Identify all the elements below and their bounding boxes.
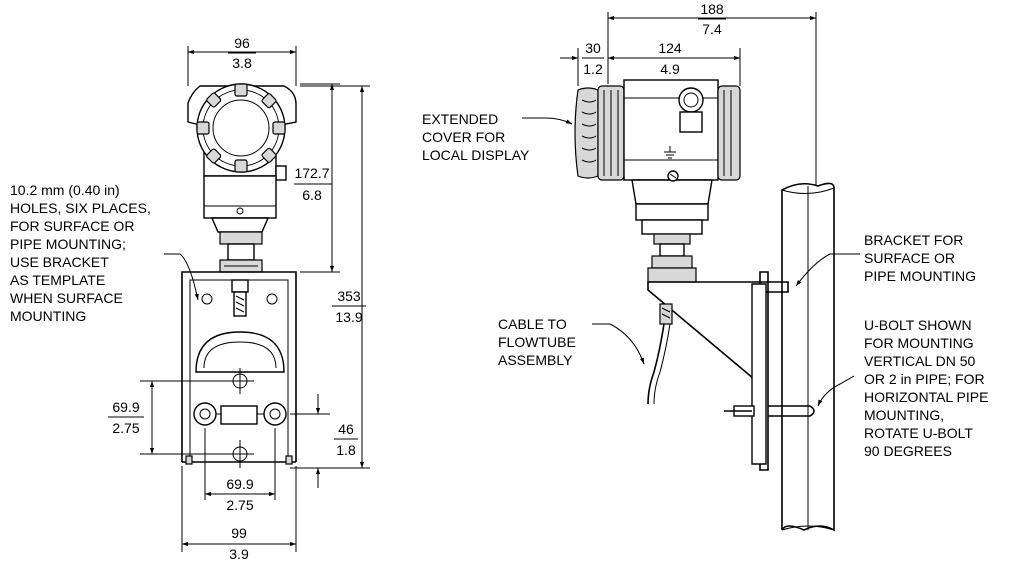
- dimension-lines: [140, 12, 817, 552]
- note-ubolt: U-BOLT SHOWN FOR MOUNTING VERTICAL DN 50…: [864, 317, 988, 459]
- dim-hole-offset-mm: 46: [338, 421, 354, 437]
- dim-overall-depth-mm: 188: [700, 1, 724, 17]
- note-holes-line: MOUNTING: [10, 308, 86, 324]
- note-holes-line: AS TEMPLATE: [10, 272, 105, 288]
- dim-height-total-in: 13.9: [335, 309, 362, 325]
- note-extended-cover-line: LOCAL DISPLAY: [422, 147, 530, 163]
- note-cable-line: FLOWTUBE: [498, 334, 576, 350]
- side-view: [574, 79, 835, 532]
- dim-hole-horizontal-mm: 69.9: [226, 476, 253, 492]
- note-ubolt-line: U-BOLT SHOWN: [864, 317, 972, 333]
- note-holes-line: 10.2 mm (0.40 in): [10, 182, 120, 198]
- dim-hole-vertical-in: 2.75: [112, 420, 139, 436]
- dim-housing-depth-in: 4.9: [660, 61, 680, 77]
- dim-width-top-mm: 96: [234, 35, 250, 51]
- dim-hole-offset-in: 1.8: [336, 442, 356, 458]
- leader-lines: [164, 117, 860, 407]
- note-holes-line: USE BRACKET: [10, 254, 109, 270]
- dimension-labels: 96 3.8 172.7 6.8 353 13.9 69.9 2.75 69.9…: [108, 1, 726, 562]
- dim-width-top-in: 3.8: [232, 55, 252, 71]
- note-ubolt-line: ROTATE U-BOLT: [864, 425, 973, 441]
- dim-hole-vertical-mm: 69.9: [112, 399, 139, 415]
- dim-bracket-width-mm: 99: [231, 525, 247, 541]
- note-cable: CABLE TO FLOWTUBE ASSEMBLY: [498, 316, 576, 368]
- dim-height-upper-mm: 172.7: [294, 165, 329, 181]
- note-extended-cover: EXTENDED COVER FOR LOCAL DISPLAY: [422, 111, 530, 163]
- note-ubolt-line: HORIZONTAL PIPE: [864, 389, 988, 405]
- note-cable-line: CABLE TO: [498, 316, 567, 332]
- dim-bracket-width-in: 3.9: [229, 546, 249, 562]
- dim-cover-extension-in: 1.2: [583, 61, 603, 77]
- note-holes: 10.2 mm (0.40 in) HOLES, SIX PLACES, FOR…: [10, 182, 151, 324]
- front-view: [181, 83, 297, 468]
- note-ubolt-line: MOUNTING,: [864, 407, 944, 423]
- dim-cover-extension-mm: 30: [585, 40, 601, 56]
- dim-housing-depth-mm: 124: [658, 40, 682, 56]
- dim-hole-horizontal-in: 2.75: [226, 497, 253, 513]
- dim-height-total-mm: 353: [337, 288, 361, 304]
- note-ubolt-line: VERTICAL DN 50: [864, 353, 975, 369]
- note-holes-line: PIPE MOUNTING;: [10, 236, 126, 252]
- note-bracket-line: SURFACE OR: [864, 250, 955, 266]
- note-bracket: BRACKET FOR SURFACE OR PIPE MOUNTING: [864, 232, 976, 284]
- note-bracket-line: BRACKET FOR: [864, 232, 963, 248]
- note-ubolt-line: 90 DEGREES: [864, 443, 952, 459]
- dim-height-upper-in: 6.8: [302, 187, 322, 203]
- dim-overall-depth-in: 7.4: [702, 21, 722, 37]
- note-holes-line: WHEN SURFACE: [10, 290, 123, 306]
- note-holes-line: HOLES, SIX PLACES,: [10, 200, 151, 216]
- note-bracket-line: PIPE MOUNTING: [864, 268, 976, 284]
- note-extended-cover-line: COVER FOR: [422, 129, 505, 145]
- note-cable-line: ASSEMBLY: [498, 352, 573, 368]
- note-ubolt-line: FOR MOUNTING: [864, 335, 974, 351]
- note-ubolt-line: OR 2 in PIPE; FOR: [864, 371, 985, 387]
- note-extended-cover-line: EXTENDED: [422, 111, 498, 127]
- note-holes-line: FOR SURFACE OR: [10, 218, 134, 234]
